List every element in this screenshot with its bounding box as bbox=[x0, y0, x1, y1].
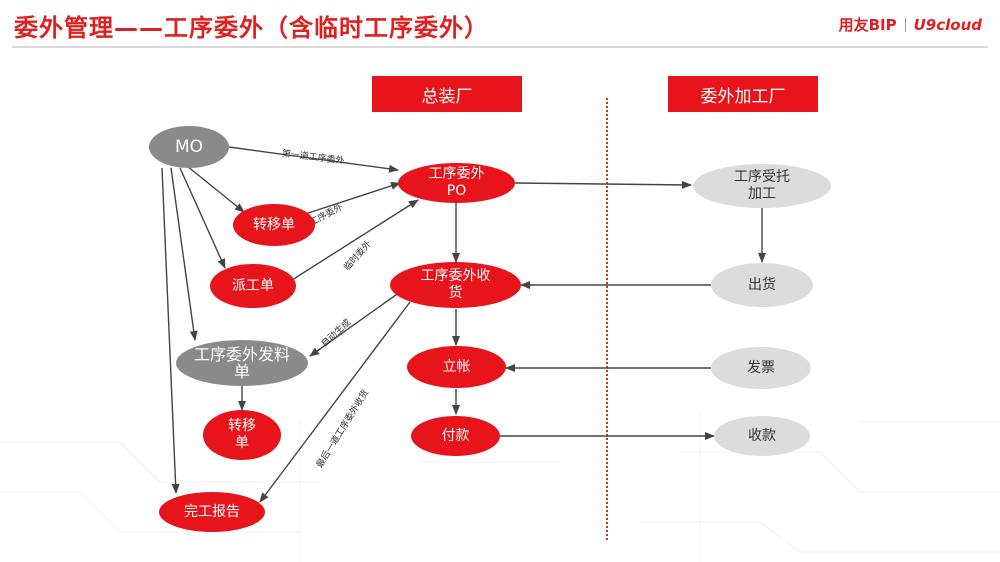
product-name: U9cloud bbox=[913, 15, 982, 34]
edge-mo-po bbox=[228, 146, 399, 173]
plant-divider bbox=[606, 98, 608, 540]
edge-mo-completion bbox=[161, 167, 180, 494]
node-transfer-order-2[interactable]: 转移单 bbox=[203, 410, 281, 460]
node-payment[interactable]: 付款 bbox=[411, 416, 500, 456]
edge-po-process bbox=[514, 180, 692, 189]
node-outsource-issue[interactable]: 工序委外发料单 bbox=[176, 340, 308, 386]
node-process-contract[interactable]: 工序受托加工 bbox=[693, 164, 831, 208]
title-underline bbox=[12, 46, 988, 48]
header-assembly-plant: 总装厂 bbox=[372, 76, 522, 112]
node-transfer-order-1[interactable]: 转移单 bbox=[233, 204, 315, 246]
node-account[interactable]: 立帐 bbox=[407, 346, 506, 388]
edge-mo-transfer1 bbox=[186, 165, 245, 213]
node-completion-report[interactable]: 完工报告 bbox=[159, 492, 265, 532]
node-collection[interactable]: 收款 bbox=[714, 416, 810, 456]
edge-mo-dispatch bbox=[179, 167, 226, 269]
node-invoice[interactable]: 发票 bbox=[711, 347, 811, 389]
logo-separator bbox=[904, 17, 906, 32]
node-shipment[interactable]: 出货 bbox=[711, 263, 813, 307]
edge-dispatch-po bbox=[291, 199, 419, 281]
node-mo[interactable]: MO bbox=[149, 126, 229, 168]
edge-receipt-completion bbox=[259, 301, 411, 503]
node-outsource-receipt[interactable]: 工序委外收货 bbox=[390, 262, 521, 308]
header-outsource-plant: 委外加工厂 bbox=[668, 76, 818, 112]
brand-logo: 用友BIP U9cloud bbox=[839, 14, 982, 35]
node-dispatch-order[interactable]: 派工单 bbox=[210, 264, 296, 308]
edge-transfer1-po bbox=[292, 181, 401, 219]
node-outsource-po[interactable]: 工序委外PO bbox=[398, 163, 515, 203]
brand-name: 用友BIP bbox=[838, 16, 897, 34]
page-title: 委外管理——工序委外（含临时工序委外） bbox=[14, 14, 489, 42]
edge-receipt-issue bbox=[309, 291, 401, 357]
edge-mo-issue bbox=[170, 167, 198, 341]
